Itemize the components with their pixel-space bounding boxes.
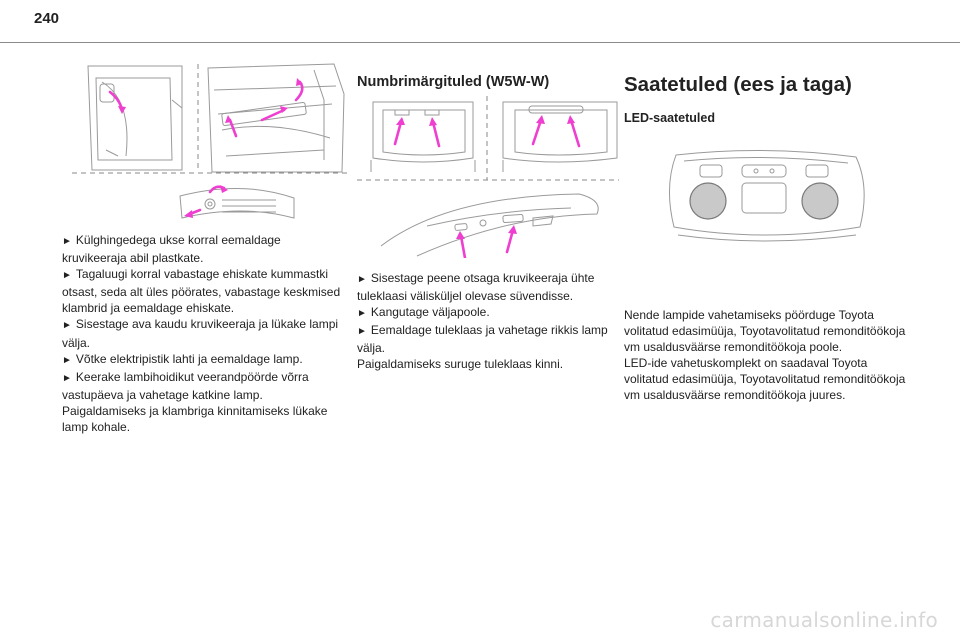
right-text: Nende lampide vahetamiseks pöörduge Toyo… bbox=[624, 307, 914, 404]
step-item: ►Sisestage peene otsaga kruvikeeraja üht… bbox=[357, 270, 622, 304]
right-column: Saatetuled (ees ja taga) LED-saatetuled … bbox=[624, 60, 914, 404]
closing-text: Paigaldamiseks ja klambriga kinnitamisek… bbox=[62, 403, 328, 435]
left-steps: ►Külghingedega ukse korral eemaldage kru… bbox=[62, 232, 347, 435]
bullet-arrow-icon: ► bbox=[62, 320, 72, 332]
step-text: Sisestage ava kaudu kruvikeeraja ja lüka… bbox=[62, 317, 339, 350]
left-column: ►Külghingedega ukse korral eemaldage kru… bbox=[62, 60, 347, 435]
step-item: ►Külghingedega ukse korral eemaldage kru… bbox=[62, 232, 347, 266]
section-heading: Saatetuled (ees ja taga) bbox=[624, 73, 852, 96]
tailgate-lamp-illustration bbox=[72, 63, 347, 219]
courtesy-led-lamp-illustration bbox=[668, 149, 865, 242]
header-rule bbox=[0, 42, 960, 43]
paragraph: LED-ide vahetuskomplekt on saadaval Toyo… bbox=[624, 356, 906, 403]
step-item: ►Võtke elektripistik lahti ja eemaldage … bbox=[62, 351, 347, 369]
step-text: Eemaldage tuleklaas ja vahetage rikkis l… bbox=[357, 323, 608, 356]
section-heading: Numbrimärgituled (W5W-W) bbox=[357, 74, 550, 90]
bullet-arrow-icon: ► bbox=[62, 372, 72, 384]
step-text: Võtke elektripistik lahti ja eemaldage l… bbox=[75, 351, 303, 366]
step-text: Külghingedega ukse korral eemaldage kruv… bbox=[62, 233, 281, 266]
led-lamp-right bbox=[801, 182, 839, 220]
bullet-arrow-icon: ► bbox=[62, 354, 72, 366]
step-item: ►Eemaldage tuleklaas ja vahetage rikkis … bbox=[357, 322, 622, 356]
sub-heading: LED-saatetuled bbox=[624, 111, 715, 125]
step-text: Kangutage väljapoole. bbox=[370, 305, 490, 320]
bullet-arrow-icon: ► bbox=[62, 270, 72, 282]
step-item: ►Kangutage väljapoole. bbox=[357, 304, 622, 322]
closing-text: Paigaldamiseks suruge tuleklaas kinni. bbox=[357, 357, 564, 372]
bullet-arrow-icon: ► bbox=[357, 326, 367, 338]
bullet-arrow-icon: ► bbox=[357, 308, 367, 320]
step-item: ►Sisestage ava kaudu kruvikeeraja ja lük… bbox=[62, 316, 347, 350]
step-item: ►Tagaluugi korral vabastage ehiskate kum… bbox=[62, 266, 347, 316]
licence-plate-lamp-illustration bbox=[357, 96, 619, 258]
step-text: Sisestage peene otsaga kruvikeeraja ühte… bbox=[357, 271, 595, 304]
middle-column: Numbrimärgituled (W5W-W) bbox=[357, 60, 622, 373]
page-number: 240 bbox=[34, 10, 60, 27]
watermark-text: carmanualsonline.info bbox=[710, 608, 938, 632]
step-text: Keerake lambihoidikut veerandpöörde võrr… bbox=[62, 369, 309, 402]
bullet-arrow-icon: ► bbox=[62, 236, 72, 247]
paragraph: Nende lampide vahetamiseks pöörduge Toyo… bbox=[624, 308, 906, 355]
middle-steps: ►Sisestage peene otsaga kruvikeeraja üht… bbox=[357, 270, 622, 373]
step-text: Tagaluugi korral vabastage ehiskate kumm… bbox=[62, 267, 341, 316]
bullet-arrow-icon: ► bbox=[357, 274, 367, 285]
led-lamp-left bbox=[689, 182, 727, 220]
step-item: ►Keerake lambihoidikut veerandpöörde võr… bbox=[62, 369, 347, 403]
